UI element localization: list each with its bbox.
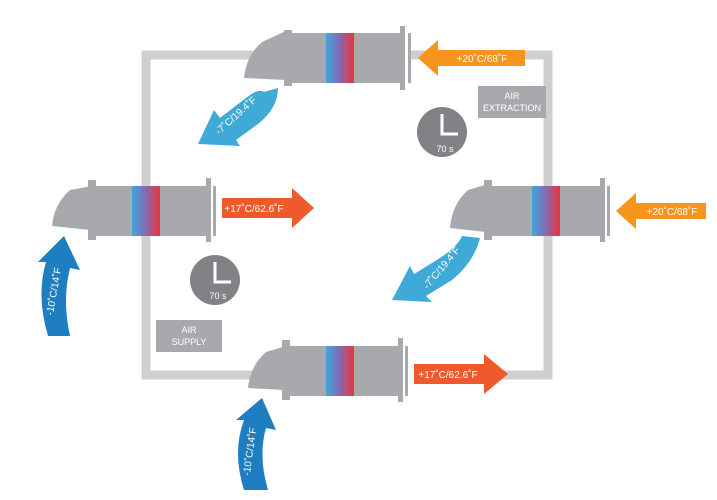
arrow-bottom-out: +17˚C/62.6˚F: [414, 354, 508, 394]
clock-icon: [213, 262, 231, 284]
arrow-top-right-in-label: +20˚C/68˚F: [457, 53, 508, 65]
arrow-left-in: -10˚C/14˚F: [38, 236, 80, 336]
arrow-right-in: +20˚C/68˚F: [616, 193, 706, 229]
arrow-top-left-out: -7˚C/19.4˚F: [198, 88, 278, 146]
ventilation-unit-bottom: [248, 338, 408, 402]
air-extraction-label: AIR EXTRACTION: [478, 86, 546, 118]
arrow-bottom-out-label: +17˚C/62.6˚F: [418, 369, 477, 381]
ventilation-unit-top: [244, 26, 411, 90]
svg-text:AIR: AIR: [181, 325, 197, 335]
svg-text:EXTRACTION: EXTRACTION: [483, 103, 541, 113]
arrow-right-in-label: +20˚C/68˚F: [647, 206, 698, 218]
clock-icon: [440, 114, 458, 136]
svg-text:70 s: 70 s: [209, 291, 227, 301]
timer-top: 70 s: [417, 107, 467, 157]
arrow-left-out: +17˚C/62.6˚F: [222, 188, 314, 228]
arrow-right-out: -7˚C/19.4˚F: [392, 236, 480, 302]
ventilation-unit-left: [52, 178, 216, 242]
arrow-top-right-in: +20˚C/68˚F: [418, 40, 525, 76]
arrow-bottom-in: -10˚C/14˚F: [236, 398, 276, 490]
svg-text:AIR: AIR: [504, 91, 520, 101]
arrow-left-out-label: +17˚C/62.6˚F: [224, 203, 283, 215]
svg-text:70 s: 70 s: [436, 144, 454, 154]
ventilation-unit-right: [450, 178, 610, 242]
timer-bottom: 70 s: [190, 255, 240, 305]
air-supply-label: AIR SUPPLY: [156, 320, 222, 352]
svg-text:SUPPLY: SUPPLY: [172, 337, 207, 347]
